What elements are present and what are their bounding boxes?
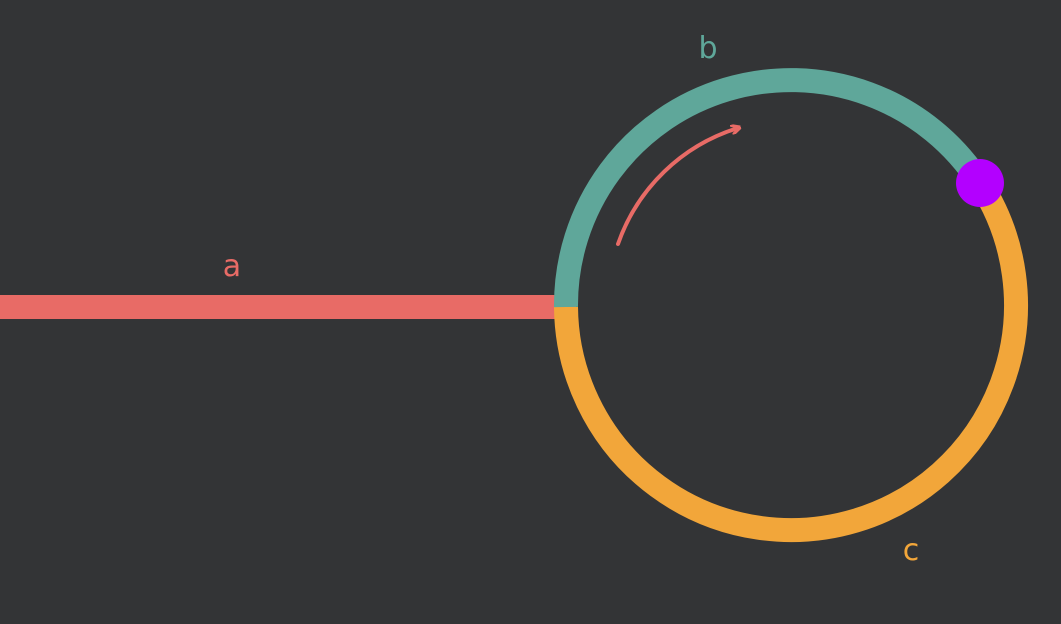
- direction-arrow: [616, 128, 738, 246]
- segment-c-arc: [554, 176, 1028, 543]
- meeting-point-marker: [956, 159, 1004, 207]
- segment-b-label: b: [698, 31, 717, 66]
- segment-b-arc: [553, 68, 991, 308]
- segment-a-label: a: [223, 249, 241, 284]
- segment-c-label: c: [903, 533, 920, 568]
